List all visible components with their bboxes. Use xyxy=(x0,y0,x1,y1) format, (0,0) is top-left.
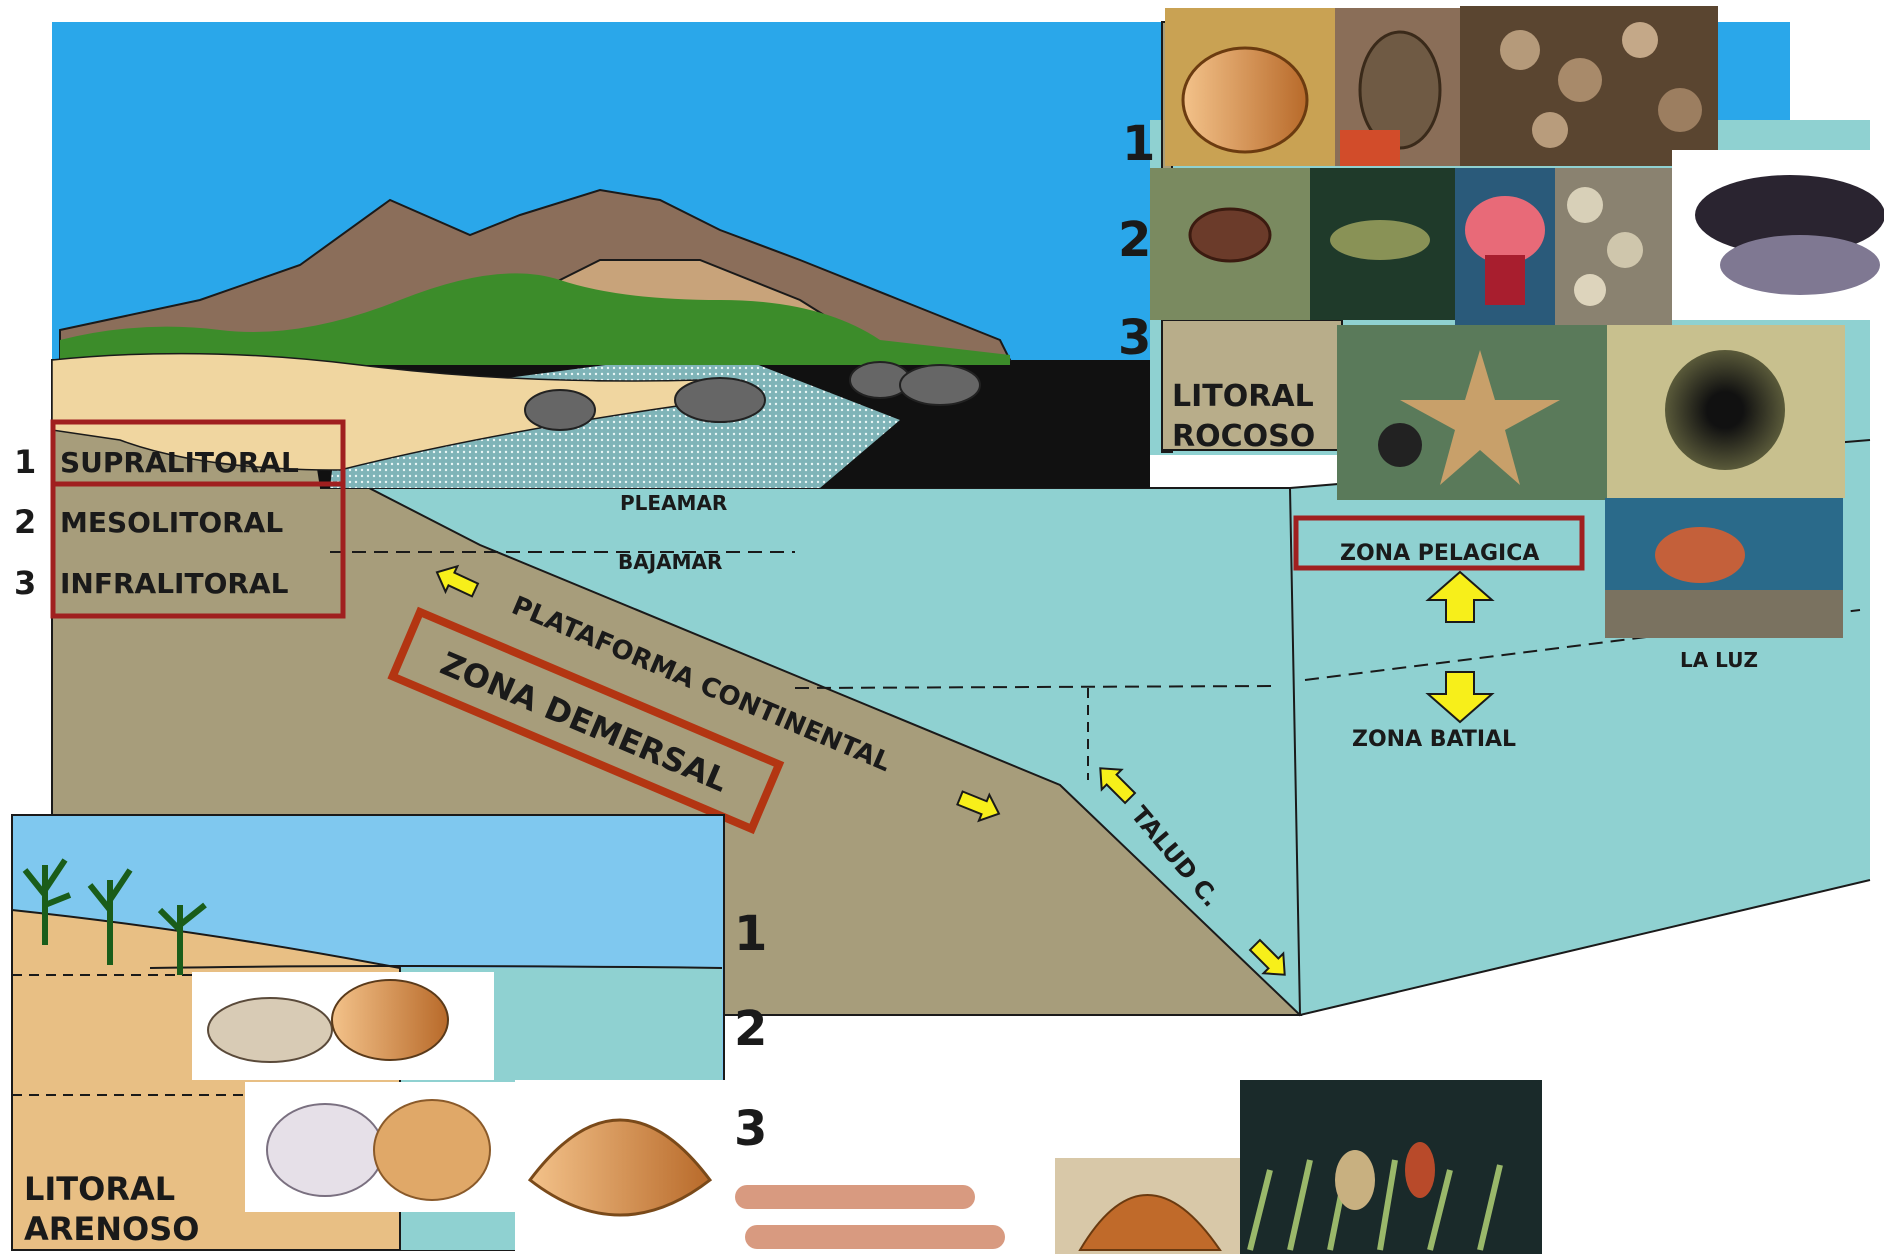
supralitoral-label: SUPRALITORAL xyxy=(60,446,299,479)
svg-text:1: 1 xyxy=(1122,116,1155,172)
svg-text:LITORAL: LITORAL xyxy=(24,1170,175,1208)
spider-crab-photo xyxy=(1605,498,1843,638)
zona-batial-label: ZONA BATIAL xyxy=(1352,727,1516,752)
seagrass-photo xyxy=(1240,1080,1542,1254)
svg-text:ARENOSO: ARENOSO xyxy=(24,1210,200,1248)
svg-text:2: 2 xyxy=(734,1001,767,1057)
crab-photo xyxy=(1150,168,1310,320)
sea-urchin-photo xyxy=(1607,325,1845,498)
svg-text:1: 1 xyxy=(14,443,36,481)
svg-text:3: 3 xyxy=(14,564,36,602)
svg-text:LITORAL: LITORAL xyxy=(1172,379,1314,414)
mussel-photo xyxy=(1672,150,1884,320)
svg-text:3: 3 xyxy=(1118,310,1151,366)
mussels-bed-photo xyxy=(1310,168,1455,320)
barnacles-photo xyxy=(1555,168,1672,325)
svg-text:2: 2 xyxy=(14,503,36,541)
svg-text:1: 1 xyxy=(734,906,767,962)
la-luz-label: LA LUZ xyxy=(1680,648,1758,672)
clam-photo xyxy=(192,972,494,1080)
anemone-photo xyxy=(1455,168,1555,325)
svg-text:3: 3 xyxy=(734,1101,767,1157)
chiton-photo xyxy=(1335,8,1460,166)
cockle-photo xyxy=(1055,1158,1240,1254)
limpet-photo xyxy=(1165,8,1335,166)
bajamar-label: BAJAMAR xyxy=(618,550,722,574)
pleamar-label: PLEAMAR xyxy=(620,491,727,515)
starfish-photo xyxy=(1337,325,1607,500)
svg-text:ROCOSO: ROCOSO xyxy=(1172,419,1315,454)
razor-clam-photo xyxy=(725,1170,1055,1254)
periwinkles-photo xyxy=(1460,6,1718,166)
infralitoral-label: INFRALITORAL xyxy=(60,567,289,600)
scallop-photo xyxy=(515,1080,725,1254)
cockle-pair-photo xyxy=(245,1082,515,1212)
svg-text:2: 2 xyxy=(1118,212,1151,268)
mesolitoral-label: MESOLITORAL xyxy=(60,506,283,539)
zona-pelagica-label: ZONA PELAGICA xyxy=(1340,541,1539,566)
